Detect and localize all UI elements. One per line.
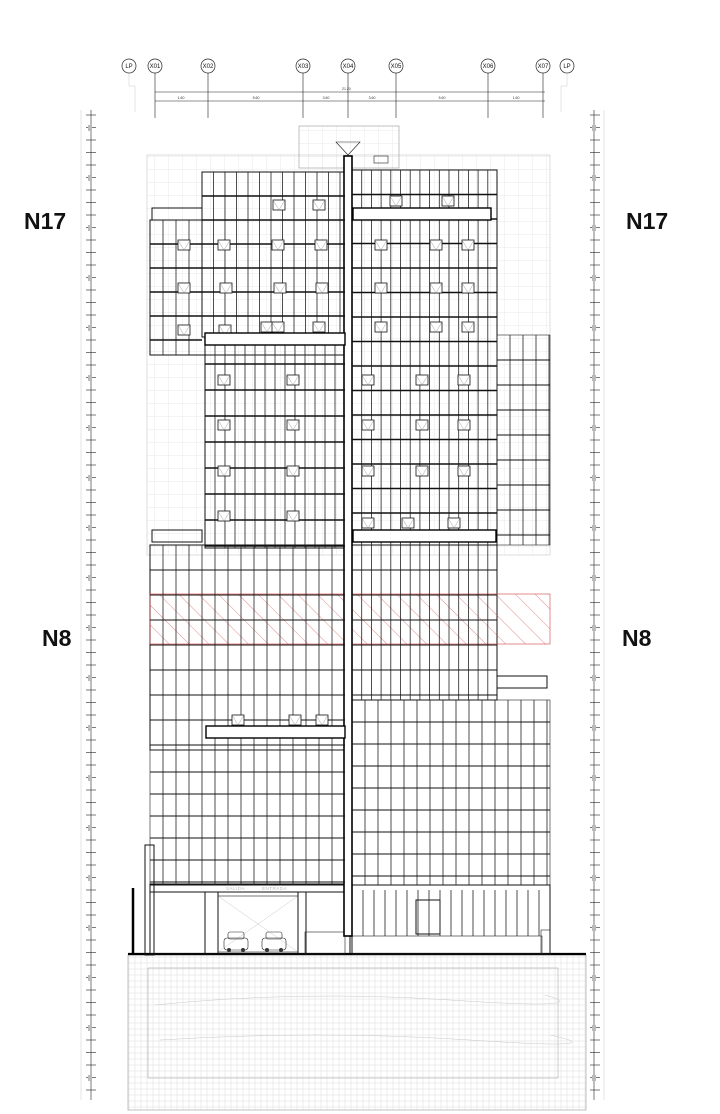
foundation-sketch	[154, 994, 573, 1045]
grid-axis-label: X04	[343, 64, 354, 70]
ruler-mark	[88, 925, 92, 931]
grid-axis-label: LP	[125, 64, 132, 70]
level-label-right-n17: N17	[626, 208, 668, 234]
ruler-mark	[88, 225, 92, 231]
grid-axis-label: X06	[483, 64, 494, 70]
grid-axis-label: X02	[203, 64, 214, 70]
perforated-facade-right	[351, 699, 551, 886]
stairs	[304, 931, 346, 955]
lobby-base	[351, 935, 543, 955]
ruler-mark	[88, 775, 92, 781]
ruler-mark	[592, 975, 596, 981]
ruler-mark	[592, 375, 596, 381]
grid-axis-leader	[128, 73, 136, 112]
level-label-right-n8: N8	[622, 625, 652, 651]
entry-label: ENTRADA	[262, 886, 287, 891]
roof-triangle	[335, 141, 361, 156]
ruler-mark	[592, 225, 596, 231]
grid-axis-leader	[560, 73, 568, 112]
grid-axis-label: X01	[150, 64, 161, 70]
top-dimension-label: 5.60	[439, 96, 446, 100]
grid-axes: 21.20 LP X01 X02 X03 X04 X05 X06 X07 LP 1.60 5.60 3…	[121, 58, 575, 118]
entrance-column-left	[204, 891, 219, 955]
right-dimension-strip	[590, 110, 605, 1100]
left-tall-column	[144, 844, 155, 956]
facade-mullions	[150, 170, 550, 936]
grid-axis-label: X07	[538, 64, 549, 70]
top-dimension-label: 3.60	[323, 96, 330, 100]
entrance-column-right	[297, 891, 307, 955]
level-label-left-n17: N17	[24, 208, 66, 234]
lobby-left	[149, 884, 351, 955]
ruler-mark	[592, 725, 596, 731]
top-overall-dimension: 21.20	[342, 87, 351, 91]
foundation-hatch	[127, 954, 587, 1111]
car-icon	[261, 931, 287, 952]
ruler-mark	[592, 425, 596, 431]
ruler-mark	[88, 575, 92, 581]
balcony-rails	[151, 207, 548, 739]
ruler-mark	[592, 175, 596, 181]
ruler-mark	[592, 925, 596, 931]
grid-axis-label: LP	[563, 64, 570, 70]
ruler-mark	[592, 475, 596, 481]
car-icon	[223, 931, 249, 952]
top-dimension-label: 5.60	[253, 96, 260, 100]
ruler-mark	[88, 625, 92, 631]
top-dimension-label: 1.60	[513, 96, 520, 100]
level-label-left-n8: N8	[42, 625, 72, 651]
exit-label: SALIDA	[226, 886, 245, 891]
perforated-facade-left	[149, 749, 346, 886]
ruler-mark	[592, 1075, 596, 1081]
top-dimension-label: 1.60	[178, 96, 185, 100]
roof-vent	[373, 155, 389, 164]
ruler-mark	[592, 325, 596, 331]
grid-axis-label: X05	[391, 64, 402, 70]
ruler-mark	[592, 675, 596, 681]
ruler-mark	[592, 825, 596, 831]
ruler-mark	[592, 875, 596, 881]
ruler-mark	[88, 425, 92, 431]
ruler-mark	[88, 675, 92, 681]
right-plinth	[540, 929, 551, 955]
ruler-mark	[88, 825, 92, 831]
ruler-mark	[592, 275, 596, 281]
ruler-mark	[592, 525, 596, 531]
ruler-mark	[592, 625, 596, 631]
ruler-mark	[88, 525, 92, 531]
roof-box	[298, 125, 400, 169]
ruler-mark	[592, 575, 596, 581]
central-core	[343, 155, 353, 937]
ruler-mark	[88, 325, 92, 331]
ruler-mark	[88, 1025, 92, 1031]
left-dimension-strip	[80, 110, 96, 1100]
ruler-mark	[592, 125, 596, 131]
ruler-mark	[88, 375, 92, 381]
ruler-mark	[88, 1075, 92, 1081]
entrance-cross	[217, 895, 299, 953]
ruler-mark	[88, 875, 92, 881]
ruler-mark	[88, 725, 92, 731]
ruler-mark	[592, 775, 596, 781]
ruler-mark	[88, 275, 92, 281]
ruler-mark	[88, 175, 92, 181]
ruler-mark	[88, 475, 92, 481]
ruler-mark	[88, 125, 92, 131]
grid-axis-label: X03	[298, 64, 309, 70]
top-dimension-label: 3.60	[369, 96, 376, 100]
ruler-mark	[592, 1025, 596, 1031]
foundation-outline	[147, 967, 559, 1079]
ruler-mark	[88, 975, 92, 981]
main-door	[415, 899, 441, 935]
